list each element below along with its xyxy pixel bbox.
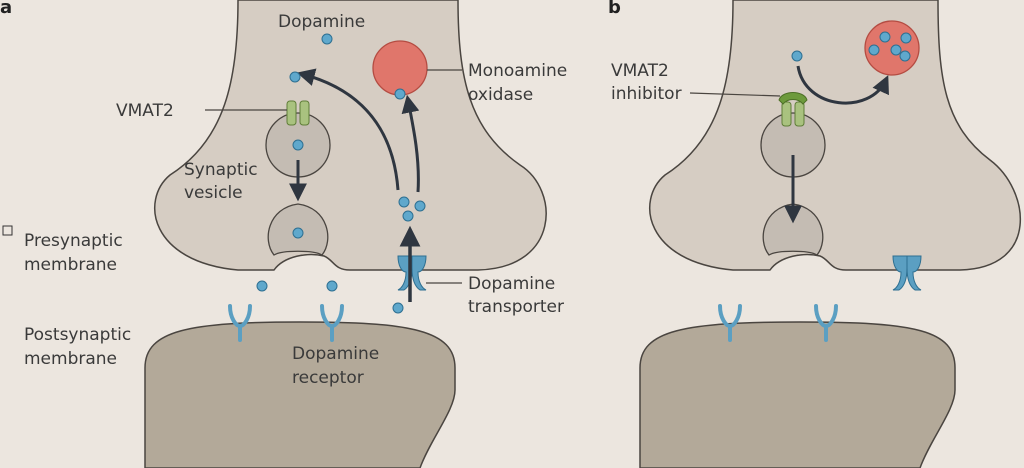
label-dopamine-receptor-1: Dopamine bbox=[292, 344, 379, 364]
dopamine-molecules-a bbox=[256, 33, 426, 314]
dopamine-receptor-a-1 bbox=[228, 304, 252, 342]
marker-square bbox=[2, 225, 13, 236]
label-dopamine: Dopamine bbox=[278, 12, 365, 32]
vmat2-inhibitor-b bbox=[778, 92, 808, 105]
dopamine-molecules-b bbox=[791, 31, 912, 62]
postsynaptic-terminal-b bbox=[639, 321, 956, 468]
fusing-vesicle-b bbox=[762, 203, 824, 256]
label-vmat2: VMAT2 bbox=[116, 101, 174, 121]
to-mao-arrow-a bbox=[401, 94, 420, 193]
dopamine-receptor-b-1 bbox=[718, 304, 742, 342]
panel-label-b: b bbox=[608, 0, 621, 18]
dopamine-transporter-b bbox=[892, 255, 922, 291]
inhibitor-leader-b bbox=[689, 92, 781, 97]
label-dopamine-transporter-2: transporter bbox=[468, 297, 564, 317]
vmat2-a bbox=[286, 100, 310, 126]
label-dopamine-receptor-2: receptor bbox=[292, 368, 364, 388]
label-vmat2-inhibitor-1: VMAT2 bbox=[611, 61, 669, 81]
to-mao-arrow-b bbox=[796, 65, 889, 105]
dopamine-receptor-a-2 bbox=[320, 304, 344, 342]
postsynaptic-terminal-a bbox=[144, 321, 456, 468]
panel-label-a: a bbox=[0, 0, 12, 18]
label-vmat2-inhibitor-2: inhibitor bbox=[611, 84, 682, 104]
monoamine-oxidase-a bbox=[372, 40, 428, 96]
presynaptic-terminal-b bbox=[649, 0, 1022, 271]
label-presynaptic-2: membrane bbox=[24, 255, 117, 275]
label-postsynaptic-2: membrane bbox=[24, 349, 117, 369]
vmat2-b bbox=[781, 101, 805, 127]
label-postsynaptic-1: Postsynaptic bbox=[24, 325, 131, 345]
label-synaptic-vesicle-1: Synaptic bbox=[184, 160, 258, 180]
to-vmat2-arrow-a bbox=[296, 68, 400, 191]
panel-a: a Dopamine VMAT2 Monoamine oxidase Synap… bbox=[0, 0, 567, 468]
label-monoamine-oxidase-1: Monoamine bbox=[468, 61, 567, 81]
label-presynaptic-1: Presynaptic bbox=[24, 231, 123, 251]
label-synaptic-vesicle-2: vesicle bbox=[184, 183, 243, 203]
presynaptic-terminal-a bbox=[154, 0, 547, 271]
dopamine-transporter-a bbox=[397, 255, 427, 291]
dopamine-receptor-b-2 bbox=[814, 304, 838, 342]
panel-b: b VMAT2 inhibitor bbox=[608, 0, 1022, 468]
label-dopamine-transporter-1: Dopamine bbox=[468, 274, 555, 294]
label-monoamine-oxidase-2: oxidase bbox=[468, 85, 533, 105]
